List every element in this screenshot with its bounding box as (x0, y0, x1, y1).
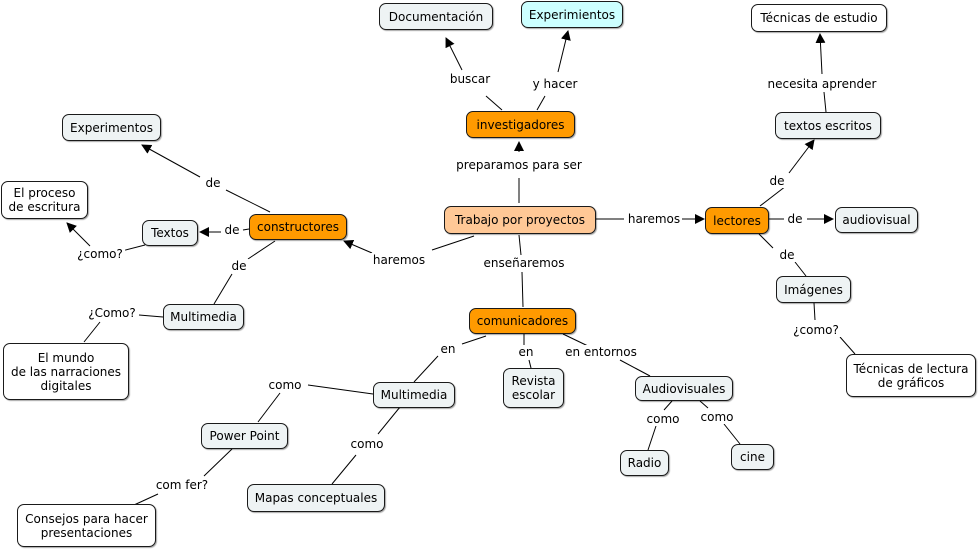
node-textos[interactable]: Textos (142, 220, 198, 246)
node-lectores[interactable]: lectores (705, 207, 769, 234)
link-de-multimedia: de (229, 259, 249, 273)
node-power-point[interactable]: Power Point (201, 423, 288, 449)
link-en-multimedia: en (438, 342, 458, 356)
link-haremos-constructores: haremos (370, 253, 428, 267)
node-experimientos[interactable]: Experimientos (521, 1, 623, 28)
node-audiovisual[interactable]: audiovisual (835, 207, 918, 233)
node-documentacion[interactable]: Documentación (379, 3, 493, 30)
link-como-tecnicas: ¿como? (791, 323, 841, 337)
link-de-imagenes: de (777, 248, 797, 262)
node-radio[interactable]: Radio (620, 450, 669, 476)
node-multimedia-constructores[interactable]: Multimedia (163, 304, 244, 330)
link-ensenaremos: enseñaremos (481, 256, 567, 270)
node-imagenes[interactable]: Imágenes (776, 276, 851, 303)
node-constructores[interactable]: constructores (249, 214, 347, 240)
link-de-audiovisual: de (785, 212, 805, 226)
link-preparamos-para-ser: preparamos para ser (454, 158, 584, 172)
node-multimedia-comunicadores[interactable]: Multimedia (373, 382, 455, 408)
link-como-cine: como (698, 410, 736, 424)
node-revista-escolar[interactable]: Revista escolar (503, 368, 564, 408)
link-en-revista: en (516, 345, 536, 359)
link-necesita-aprender: necesita aprender (765, 77, 879, 91)
node-audiovisuales[interactable]: Audiovisuales (635, 376, 733, 401)
node-cine[interactable]: cine (731, 444, 774, 470)
link-haremos-lectores: haremos (625, 212, 683, 226)
node-tecnicas-estudio[interactable]: Técnicas de estudio (751, 4, 887, 32)
node-experimentos[interactable]: Experimentos (62, 114, 161, 141)
node-mundo-narraciones[interactable]: El mundo de las narraciones digitales (3, 343, 129, 400)
link-buscar: buscar (447, 72, 493, 86)
link-de-textos-escritos: de (767, 174, 787, 188)
link-como-mundo: ¿Como? (86, 306, 138, 320)
node-mapas-conceptuales[interactable]: Mapas conceptuales (247, 484, 385, 512)
link-de-textos: de (222, 223, 242, 237)
link-como-radio: como (644, 412, 682, 426)
node-proceso-escritura[interactable]: El proceso de escritura (1, 181, 88, 219)
node-investigadores[interactable]: investigadores (466, 111, 575, 138)
link-en-entornos: en entornos (563, 345, 639, 359)
link-como-proceso: ¿como? (75, 247, 125, 261)
node-tecnicas-lectura[interactable]: Técnicas de lectura de gráficos (846, 354, 976, 397)
node-consejos-presentaciones[interactable]: Consejos para hacer presentaciones (17, 504, 156, 547)
node-comunicadores[interactable]: comunicadores (469, 308, 576, 334)
link-com-fer: com fer? (153, 478, 211, 492)
link-como-power-point: como (266, 378, 304, 392)
node-trabajo-por-proyectos[interactable]: Trabajo por proyectos (444, 206, 596, 234)
link-y-hacer: y hacer (530, 77, 580, 91)
node-textos-escritos[interactable]: textos escritos (775, 112, 881, 139)
link-de-experimentos: de (203, 176, 223, 190)
link-como-mapas: como (348, 437, 386, 451)
